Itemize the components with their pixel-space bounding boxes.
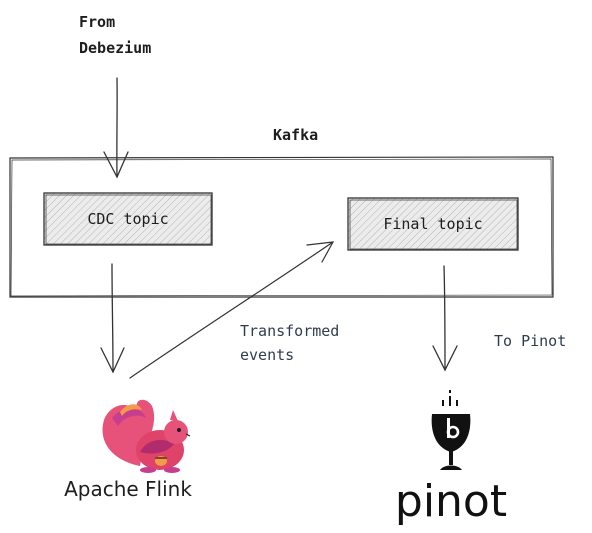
arrow-cdc-to-flink: [100, 263, 125, 374]
apache-flink-logo: Apache Flink: [64, 399, 192, 501]
pinot-wine-glass-icon: [431, 390, 471, 470]
to-pinot-label: To Pinot: [494, 332, 566, 350]
from-debezium-label-line2: Debezium: [79, 39, 151, 57]
pinot-logo-text: pinot: [395, 476, 507, 527]
arrow-final-topic-to-pinot: [432, 265, 458, 372]
final-topic-label: Final topic: [383, 215, 482, 233]
apache-pinot-logo: pinot: [395, 390, 507, 527]
kafka-label: Kafka: [273, 126, 318, 144]
flink-squirrel-icon: [102, 399, 191, 473]
final-topic-node: Final topic: [347, 197, 519, 251]
arrow-debezium-to-cdc: [103, 77, 129, 179]
transformed-events-label-line2: events: [240, 346, 294, 364]
cdc-topic-node: CDC topic: [43, 192, 213, 246]
transformed-events-label-line1: Transformed: [240, 322, 339, 340]
from-debezium-label-line1: From: [79, 13, 115, 31]
flink-logo-text: Apache Flink: [64, 477, 192, 501]
cdc-topic-label: CDC topic: [87, 210, 168, 228]
arrow-flink-to-final-topic: [129, 241, 335, 379]
kafka-container: [9, 156, 554, 298]
